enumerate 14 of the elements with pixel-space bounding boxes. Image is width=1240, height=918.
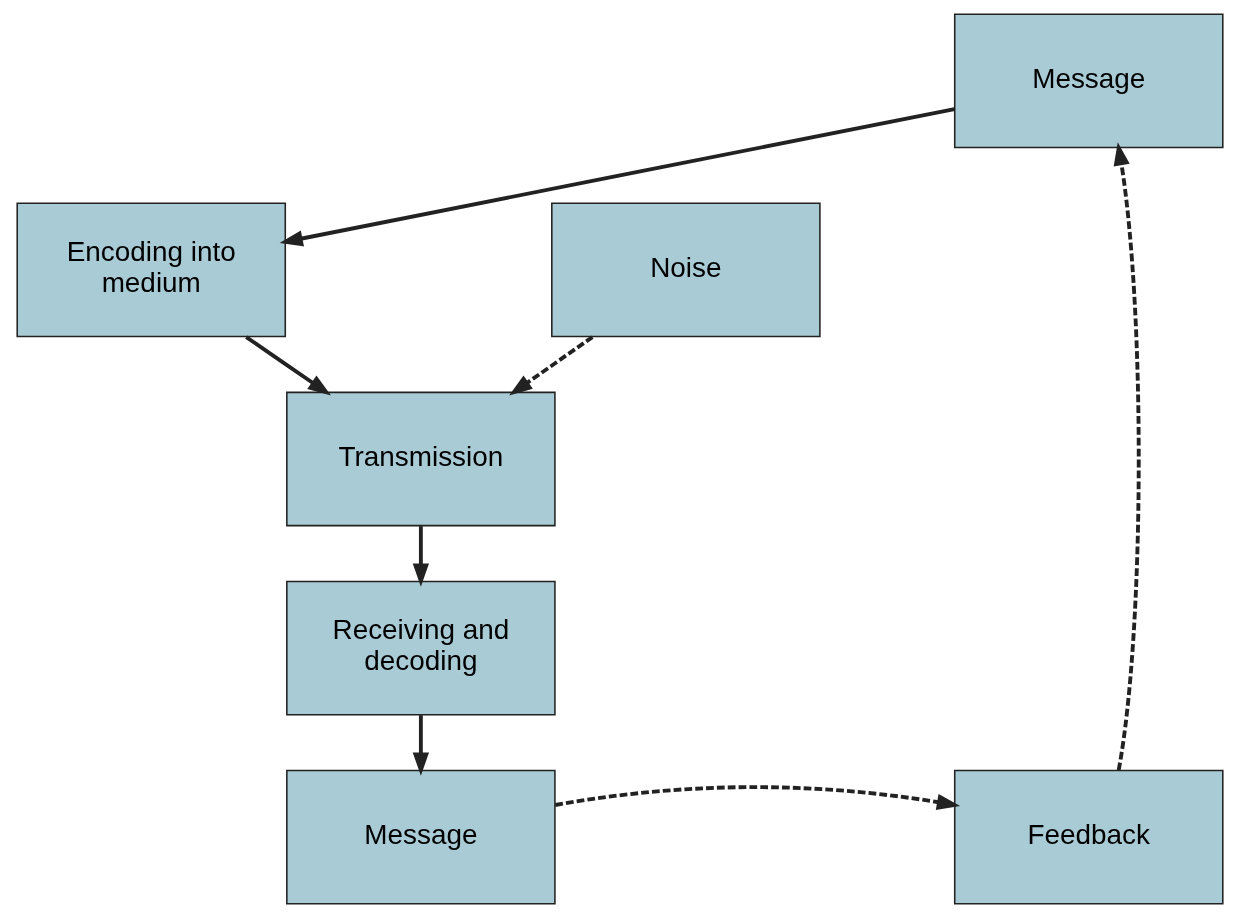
arrow	[412, 526, 430, 587]
node-box: Encoding into medium	[16, 202, 287, 338]
node-box: Feedback	[953, 769, 1224, 905]
node-box: Message	[953, 13, 1224, 149]
node-box: Transmission	[286, 391, 556, 527]
arrow	[279, 107, 955, 247]
node-box: Message	[286, 769, 556, 905]
arrow	[245, 335, 332, 396]
node-box: Receiving and decoding	[286, 580, 556, 716]
arrow	[554, 785, 961, 811]
arrow	[509, 335, 594, 396]
node-box: Noise	[551, 202, 821, 338]
arrow	[412, 715, 430, 776]
arrow	[1113, 142, 1141, 771]
